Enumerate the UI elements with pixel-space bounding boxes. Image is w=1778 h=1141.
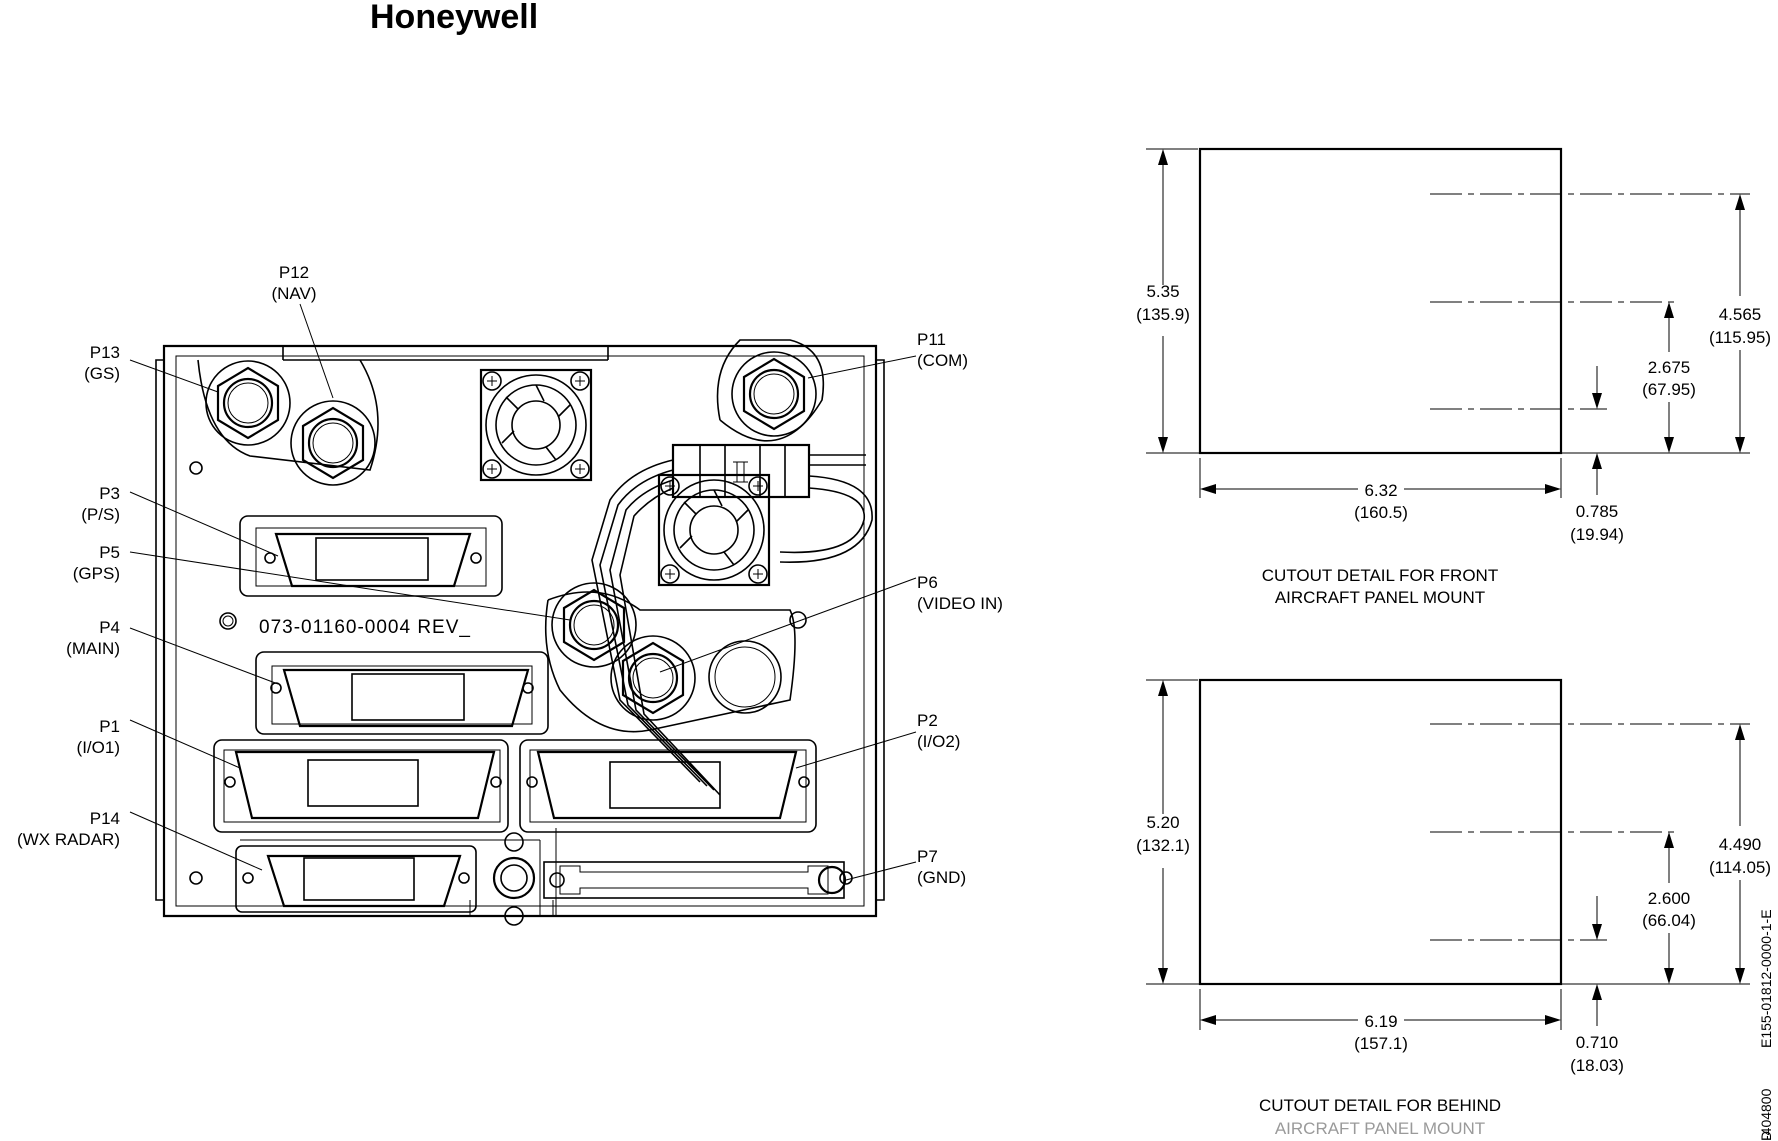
harness-connector-icon	[591, 443, 873, 796]
drawing-number: E155-01812-0000-1-E	[1758, 909, 1774, 1048]
cutout-front-hole-mid-in: 2.675	[1648, 358, 1691, 377]
p4-connector-icon	[255, 651, 549, 735]
p3-connector-icon	[239, 515, 503, 597]
cutout-front-hole-low-mm: (19.94)	[1570, 525, 1624, 544]
p1-label: P1	[99, 717, 120, 736]
fan-lower-icon	[657, 473, 771, 587]
cutout-front-hole-top-mm: (115.95)	[1709, 328, 1771, 347]
p12-label: P12	[279, 263, 309, 282]
cutout-front-outline	[1198, 147, 1563, 455]
cutout-front-detail: 5.35 (135.9) 6.32 (160.5) 4.565 (115.95)…	[1136, 147, 1771, 607]
reference-prefix: D	[1758, 1131, 1774, 1141]
fan-upper-icon	[479, 368, 593, 482]
p3-name: (P/S)	[81, 505, 120, 524]
cutout-front-hole-mid-mm: (67.95)	[1642, 380, 1696, 399]
p5-connector-icon	[550, 581, 638, 669]
leader-lines	[129, 303, 917, 881]
p14-label: P14	[90, 809, 120, 828]
p11-label: P11	[917, 330, 946, 349]
cutout-behind-hole-low-in: 0.710	[1576, 1033, 1619, 1052]
cutout-behind-detail: 5.20 (132.1) 6.19 (157.1) 4.490 (114.05)…	[1136, 678, 1771, 1138]
p12-name: (NAV)	[271, 284, 316, 303]
cutout-behind-hole-mid-in: 2.600	[1648, 889, 1691, 908]
p6-name: (VIDEO IN)	[917, 594, 1003, 613]
p13-connector-icon	[204, 359, 292, 447]
p7-name: (GND)	[917, 868, 966, 887]
p11-connector-icon	[730, 350, 818, 438]
cutout-front-height-mm: (135.9)	[1136, 305, 1190, 324]
p14-name: (WX RADAR)	[17, 830, 120, 849]
p7-label: P7	[917, 847, 938, 866]
cutout-behind-hole-low-mm: (18.03)	[1570, 1056, 1624, 1075]
p2-connector-icon	[519, 739, 817, 833]
cutout-behind-hole-mid-mm: (66.04)	[1642, 911, 1696, 930]
cutout-front-width-in: 6.32	[1364, 481, 1397, 500]
p14-connector-icon	[235, 845, 477, 913]
p11-name: (COM)	[917, 351, 968, 370]
cutout-behind-width-in: 6.19	[1364, 1012, 1397, 1031]
cutout-front-caption-1: CUTOUT DETAIL FOR FRONT	[1262, 566, 1498, 585]
p5-name: (GPS)	[73, 564, 120, 583]
cutout-front-caption-2: AIRCRAFT PANEL MOUNT	[1275, 588, 1485, 607]
cutout-behind-hole-top-in: 4.490	[1719, 835, 1762, 854]
cutout-behind-height-in: 5.20	[1146, 813, 1179, 832]
p6-connector-icon	[609, 634, 697, 722]
honeywell-logo: Honeywell	[370, 0, 538, 36]
p6-label: P6	[917, 573, 938, 592]
p2-name: (I/O2)	[917, 732, 960, 751]
p13-label: P13	[90, 343, 120, 362]
reference-number: -404800	[1758, 1088, 1774, 1140]
cutout-behind-caption-2: AIRCRAFT PANEL MOUNT	[1275, 1119, 1485, 1138]
cutout-front-hole-low-in: 0.785	[1576, 502, 1619, 521]
connector-labels: P12 (NAV) P13 (GS) P11 (COM) P3 (P/S) P5…	[17, 263, 1003, 887]
p4-label: P4	[99, 618, 120, 637]
cutout-front-width-mm: (160.5)	[1354, 503, 1408, 522]
cutout-behind-caption-1: CUTOUT DETAIL FOR BEHIND	[1259, 1096, 1501, 1115]
cutout-behind-width-mm: (157.1)	[1354, 1034, 1408, 1053]
p5-label: P5	[99, 543, 120, 562]
p13-name: (GS)	[84, 364, 120, 383]
unit-part-number: 073-01160-0004 REV_	[259, 617, 471, 638]
p1-connector-icon	[213, 739, 509, 833]
p3-label: P3	[99, 484, 120, 503]
p2-label: P2	[917, 711, 938, 730]
cutout-behind-height-mm: (132.1)	[1136, 836, 1190, 855]
p1-name: (I/O1)	[77, 738, 120, 757]
p12-connector-icon	[289, 399, 377, 487]
cutout-front-height-in: 5.35	[1146, 282, 1179, 301]
cutout-front-hole-top-in: 4.565	[1719, 305, 1762, 324]
p4-name: (MAIN)	[66, 639, 120, 658]
cutout-behind-hole-top-mm: (114.05)	[1709, 858, 1771, 877]
p7-connector-icon	[543, 861, 847, 899]
unit-rear-view: 073-01160-0004 REV_	[155, 339, 885, 926]
